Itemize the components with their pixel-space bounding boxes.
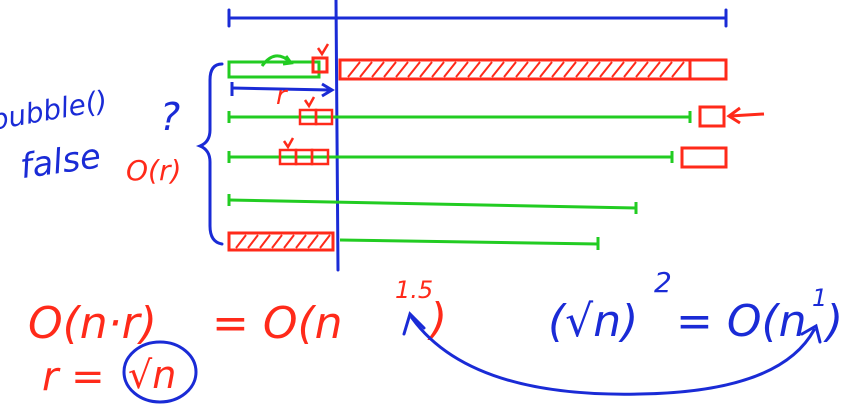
- eq-exp-1-5: 1.5: [395, 276, 433, 304]
- row-1-red-small-box: [311, 56, 329, 74]
- row-1-green-box: [227, 60, 321, 79]
- eq-o-n1: = O(n: [676, 296, 807, 347]
- row-1-check: [316, 43, 330, 57]
- r-label: r: [276, 81, 289, 111]
- row-3: [227, 137, 728, 169]
- equation-r: r = √n: [42, 340, 198, 404]
- bubble-call-label: bubble(): [0, 84, 110, 137]
- divider-line: [334, 0, 340, 272]
- row-1-arc-arrow: [282, 55, 294, 66]
- row-3-red-end-box: [680, 146, 728, 169]
- row-4-green-bar: [228, 198, 637, 210]
- eq-o-n: = O(n: [212, 298, 343, 349]
- eq-r-equals: r =: [42, 354, 105, 400]
- eq-square-exp: 2: [654, 266, 672, 299]
- row-1-hatch: [347, 61, 685, 78]
- row-5: [227, 231, 600, 252]
- r-bracket: [230, 82, 335, 98]
- row-2: [227, 96, 765, 128]
- row-1: [227, 43, 728, 81]
- eq-sqrt-n: √n: [128, 353, 176, 397]
- row-2-red-end-box: [698, 105, 726, 128]
- question-mark: ?: [160, 95, 180, 139]
- false-label: false: [18, 136, 104, 187]
- row-5-green-bar: [339, 238, 599, 246]
- equation-left: O(n·r) = O(n 1.5 ): [28, 276, 447, 349]
- connecting-arrow: [402, 311, 822, 396]
- eq-right-close: ): [823, 296, 843, 347]
- pointer-arrow: [726, 106, 765, 125]
- o-r-label: O(r): [126, 154, 181, 187]
- row-1-red-end-box: [688, 58, 728, 81]
- eq-o-nr: O(n·r): [28, 298, 157, 349]
- row-4: [227, 194, 638, 214]
- equation-right: (√n) 2 = O(n 1 ): [548, 266, 843, 347]
- eq-sqrt-n-paren: (√n): [548, 296, 638, 347]
- row-5-red-hatched-box: [227, 231, 335, 252]
- eq-close: ): [427, 294, 447, 345]
- top-span-bar: [227, 8, 728, 28]
- left-brace: [195, 62, 224, 246]
- eq-exp-1: 1: [812, 284, 827, 312]
- sqrt-n-circle: [122, 340, 198, 404]
